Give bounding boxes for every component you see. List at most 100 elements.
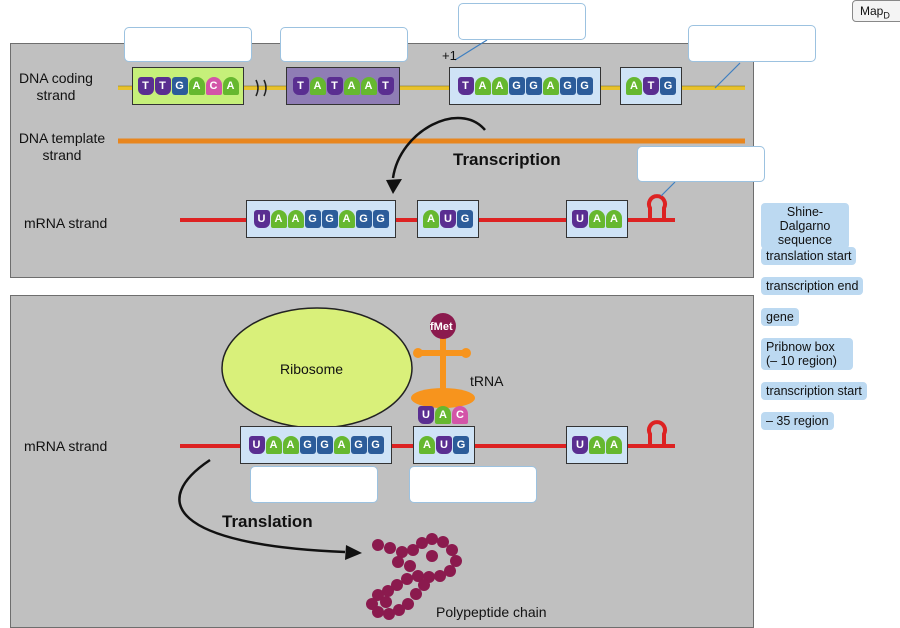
- nucleotide-a: A: [265, 436, 282, 454]
- nucleotide-a: A: [343, 77, 360, 95]
- nucleotide-g: G: [559, 77, 576, 95]
- fmet-label: fMet: [430, 321, 453, 333]
- nucleotide-a: A: [626, 77, 642, 95]
- nucleotide-u: U: [572, 210, 588, 228]
- nucleotide-a: A: [474, 77, 491, 95]
- dna-template-strand-label: DNA template strand: [18, 130, 106, 163]
- nucleotide-u: U: [572, 436, 588, 454]
- translation-arrow: [178, 458, 346, 554]
- nucleotide-t: T: [154, 77, 171, 95]
- nucleotide-a: A: [270, 210, 287, 228]
- label-option-shine-dalgarno[interactable]: Shine-Dalgarno sequence: [761, 203, 849, 249]
- nucleotide-a: A: [435, 406, 451, 424]
- nucleotide-c: C: [205, 77, 222, 95]
- nucleotide-a: A: [423, 210, 439, 228]
- plus-one-label: +1: [442, 48, 457, 63]
- nucleotide-u: U: [253, 210, 270, 228]
- nucleotide-a: A: [542, 77, 559, 95]
- label-option-minus35-region[interactable]: – 35 region: [761, 412, 834, 430]
- nucleotide-g: G: [457, 210, 473, 228]
- label-option-translation-start[interactable]: translation start: [761, 247, 857, 265]
- leader-line-terminator: [660, 181, 676, 197]
- dna-coding-strand-label: DNA coding strand: [19, 70, 93, 103]
- drop-target-plus1[interactable]: [458, 3, 586, 40]
- nucleotide-a: A: [419, 436, 435, 454]
- drop-target-terminator[interactable]: [637, 146, 765, 182]
- fmet-amino-acid: [430, 313, 456, 339]
- nucleotide-a: A: [606, 436, 622, 454]
- nucleotide-g: G: [321, 210, 338, 228]
- trna-label: tRNA: [470, 373, 504, 389]
- map-button[interactable]: MapD: [852, 0, 900, 22]
- nucleotide-a: A: [338, 210, 355, 228]
- nucleotide-g: G: [576, 77, 593, 95]
- trna-molecule: [411, 335, 475, 408]
- translation-label: Translation: [222, 512, 313, 531]
- mrna-strand-label-bottom: mRNA strand: [24, 438, 108, 454]
- nucleotide-a: A: [589, 210, 605, 228]
- polypeptide-chain-label: Polypeptide chain: [436, 604, 547, 620]
- nucleotide-a: A: [309, 77, 326, 95]
- label-option-gene[interactable]: gene: [761, 308, 799, 326]
- nucleotide-t: T: [457, 77, 474, 95]
- terminator-hairpin-top: [647, 194, 667, 220]
- mrna-strand-label-top: mRNA strand: [24, 215, 108, 231]
- nucleotide-t: T: [377, 77, 394, 95]
- nucleotide-a: A: [287, 210, 304, 228]
- nucleotide-g: G: [171, 77, 188, 95]
- nucleotide-t: T: [643, 77, 659, 95]
- drop-target-pribnow[interactable]: [280, 27, 408, 62]
- nucleotide-g: G: [372, 210, 389, 228]
- nucleotide-u: U: [436, 436, 452, 454]
- nucleotide-u: U: [440, 210, 456, 228]
- nucleotide-g: G: [316, 436, 333, 454]
- nucleotide-g: G: [660, 77, 676, 95]
- nucleotide-u: U: [248, 436, 265, 454]
- nucleotide-t: T: [137, 77, 154, 95]
- transcription-arrow: [391, 116, 486, 179]
- leader-line-gene: [714, 62, 741, 89]
- transcription-label: Transcription: [453, 150, 561, 169]
- label-option-transcription-start[interactable]: transcription start: [761, 382, 867, 400]
- nucleotide-a: A: [282, 436, 299, 454]
- nucleotide-g: G: [304, 210, 321, 228]
- nucleotide-g: G: [350, 436, 367, 454]
- drop-target-shine-dalgarno[interactable]: [250, 466, 378, 503]
- nucleotide-g: G: [453, 436, 469, 454]
- polypeptide-chain: [366, 533, 462, 620]
- leader-line-plus1: [454, 39, 488, 61]
- nucleotide-a: A: [188, 77, 205, 95]
- ribosome-label: Ribosome: [280, 361, 344, 377]
- nucleotide-g: G: [367, 436, 384, 454]
- drop-target-minus35[interactable]: [124, 27, 252, 62]
- nucleotide-a: A: [222, 77, 239, 95]
- nucleotide-c: C: [452, 406, 468, 424]
- nucleotide-g: G: [508, 77, 525, 95]
- label-option-transcription-end[interactable]: transcription end: [761, 277, 864, 295]
- drop-target-gene[interactable]: [688, 25, 816, 62]
- nucleotide-a: A: [360, 77, 377, 95]
- label-option-pribnow-box[interactable]: Pribnow box (– 10 region): [761, 338, 853, 370]
- nucleotide-t: T: [326, 77, 343, 95]
- nucleotide-u: U: [418, 406, 434, 424]
- strand-break-mark: [255, 79, 267, 97]
- terminator-hairpin-bottom: [647, 420, 667, 446]
- nucleotide-a: A: [491, 77, 508, 95]
- nucleotide-g: G: [355, 210, 372, 228]
- nucleotide-a: A: [589, 436, 605, 454]
- nucleotide-g: G: [299, 436, 316, 454]
- nucleotide-g: G: [525, 77, 542, 95]
- nucleotide-t: T: [292, 77, 309, 95]
- drop-target-start-codon[interactable]: [409, 466, 537, 503]
